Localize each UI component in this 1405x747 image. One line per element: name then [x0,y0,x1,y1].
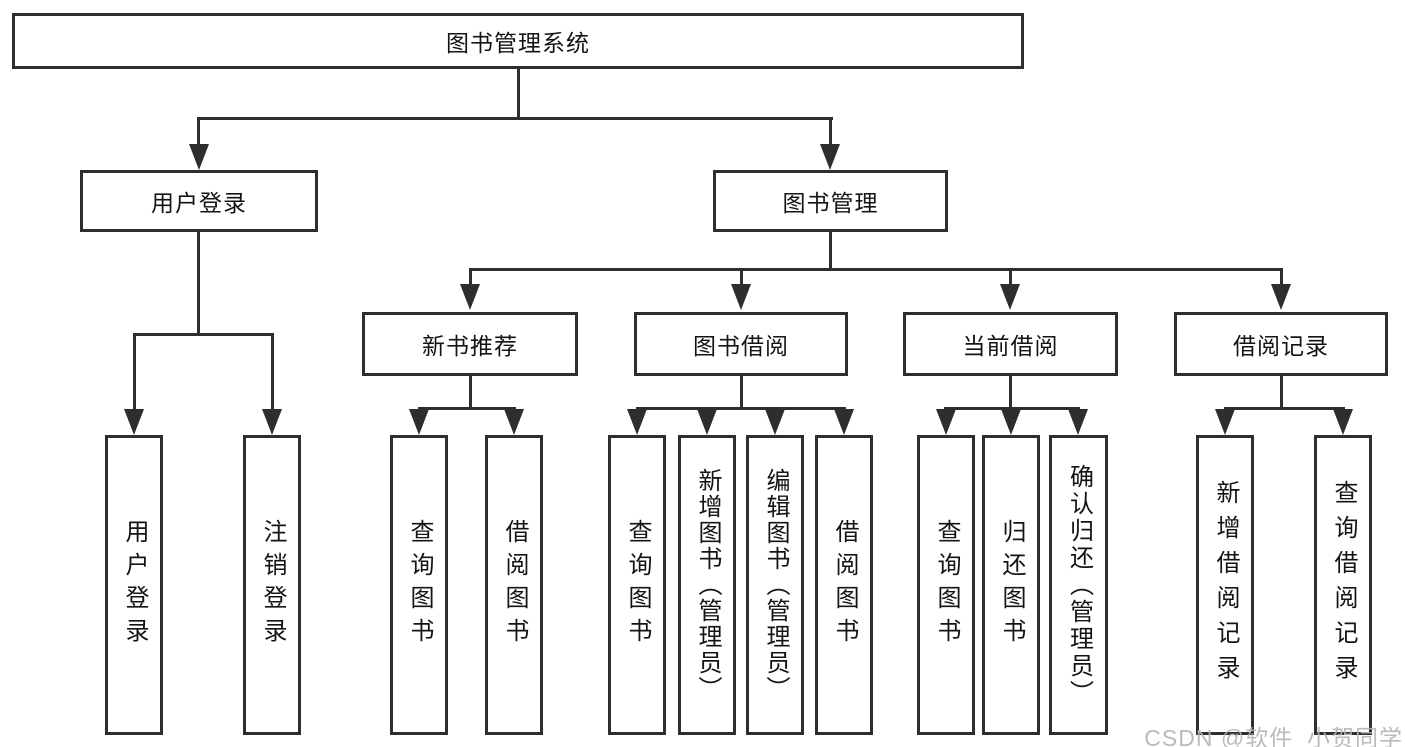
leaf-add-book-admin: 新增图书（管理员） [678,435,736,735]
leaf-borrow-books-label: 借阅图书 [831,519,858,651]
arrow-down-icon [1271,284,1291,310]
watermark: CSDN @软件_小贺同学 [1144,725,1403,747]
leaf-query-books-borrow-label: 查询图书 [624,519,651,651]
leaf-user-login: 用户登录 [105,435,163,735]
connector-line [517,69,520,119]
connector-line [740,270,743,284]
connector-line [197,119,200,145]
leaf-user-login-label: 用户登录 [121,519,148,651]
leaf-borrow-books: 借阅图书 [815,435,873,735]
leaf-add-book-admin-label: 新增图书（管理员） [694,468,721,702]
connector-line [469,268,1283,271]
leaf-return-books-label: 归还图书 [998,519,1025,651]
leaf-return-books: 归还图书 [982,435,1040,735]
leaf-query-books-current: 查询图书 [917,435,975,735]
arrow-down-icon [820,144,840,170]
leaf-confirm-return-admin-label: 确认归还（管理员） [1065,463,1093,707]
node-new-book-recommend: 新书推荐 [362,312,578,376]
arrow-down-icon [1333,409,1353,435]
node-user-login-branch-label: 用户登录 [151,190,247,216]
node-book-management-branch: 图书管理 [713,170,948,232]
leaf-query-books-recommend: 查询图书 [390,435,448,735]
leaf-logout-label: 注销登录 [259,519,286,651]
node-borrow-records: 借阅记录 [1174,312,1388,376]
arrow-down-icon [765,409,785,435]
connector-line [829,232,832,270]
arrow-down-icon [731,284,751,310]
arrow-down-icon [1068,409,1088,435]
arrow-down-icon [124,409,144,435]
node-book-borrow: 图书借阅 [634,312,848,376]
connector-line [197,232,200,335]
leaf-query-books-borrow: 查询图书 [608,435,666,735]
arrow-down-icon [262,409,282,435]
node-new-book-recommend-label: 新书推荐 [422,333,518,359]
node-root: 图书管理系统 [12,13,1024,69]
connector-line [271,335,274,411]
arrow-down-icon [460,284,480,310]
leaf-add-borrow-record-label: 新增借阅记录 [1212,480,1239,690]
node-root-label: 图书管理系统 [446,30,590,56]
connector-line [133,335,136,411]
connector-line [1009,376,1012,409]
connector-line [829,119,832,145]
connector-line [1280,270,1283,284]
connector-line [418,407,516,410]
leaf-query-books-recommend-label: 查询图书 [406,519,433,651]
leaf-confirm-return-admin: 确认归还（管理员） [1049,435,1108,735]
arrow-down-icon [189,144,209,170]
arrow-down-icon [1001,409,1021,435]
node-user-login-branch: 用户登录 [80,170,318,232]
arrow-down-icon [697,409,717,435]
connector-line [197,117,833,120]
arrow-down-icon [409,409,429,435]
leaf-add-borrow-record: 新增借阅记录 [1196,435,1254,735]
leaf-edit-book-admin-label: 编辑图书（管理员） [762,468,789,702]
leaf-query-borrow-record-label: 查询借阅记录 [1330,480,1357,690]
node-book-management-branch-label: 图书管理 [782,190,879,216]
arrow-down-icon [936,409,956,435]
leaf-logout: 注销登录 [243,435,301,735]
connector-line [1280,376,1283,409]
connector-line [469,376,472,409]
connector-line [469,270,472,284]
arrow-down-icon [834,409,854,435]
node-current-borrow: 当前借阅 [903,312,1118,376]
leaf-query-borrow-record: 查询借阅记录 [1314,435,1372,735]
leaf-edit-book-admin: 编辑图书（管理员） [746,435,804,735]
arrow-down-icon [627,409,647,435]
arrow-down-icon [1000,284,1020,310]
leaf-borrow-books-recommend-label: 借阅图书 [501,519,528,651]
node-borrow-records-label: 借阅记录 [1233,333,1329,359]
node-current-borrow-label: 当前借阅 [962,333,1059,359]
leaf-query-books-current-label: 查询图书 [933,519,960,651]
connector-line [1224,407,1345,410]
connector-line [636,407,846,410]
arrow-down-icon [504,409,524,435]
node-book-borrow-label: 图书借阅 [693,333,789,359]
connector-line [133,333,274,336]
connector-line [740,376,743,409]
connector-line [1009,270,1012,284]
leaf-borrow-books-recommend: 借阅图书 [485,435,543,735]
connector-line [944,407,1080,410]
arrow-down-icon [1215,409,1235,435]
